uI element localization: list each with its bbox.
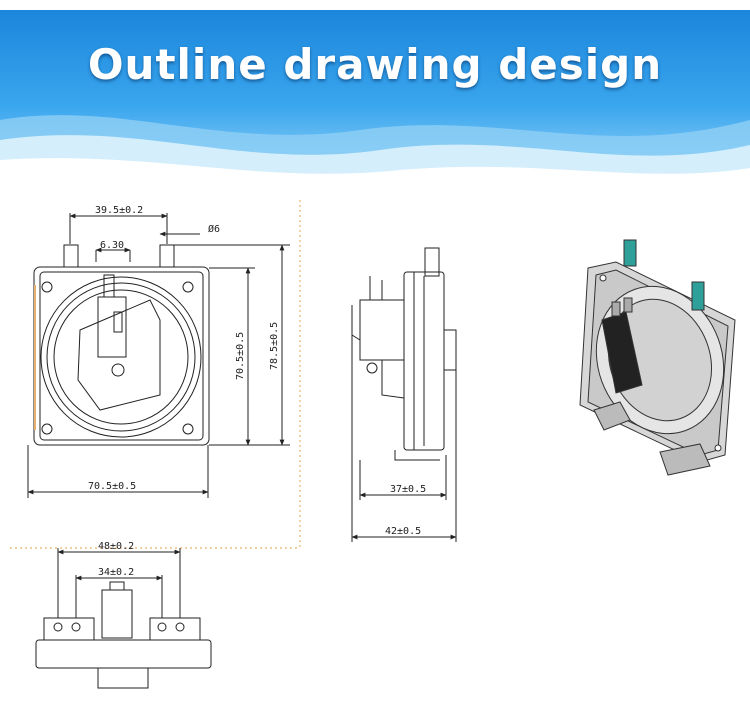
- dim-tube-dia: Ø6: [208, 223, 220, 235]
- dim-depth-inner: 37±0.5: [390, 484, 426, 495]
- dim-depth-outer: 42±0.5: [385, 526, 421, 537]
- dim-inner-width: 6.30: [100, 240, 124, 251]
- page-title: Outline drawing design: [87, 40, 663, 89]
- front-view: 39.5±0.2 Ø6 6.30 70.5±0.5 78.5±0.5 70.5: [27, 205, 290, 498]
- dim-height-inner: 70.5±0.5: [235, 332, 246, 380]
- dim-outer-hole-span: 48±0.2: [98, 541, 134, 552]
- banner-background: [0, 10, 750, 185]
- dim-top-width: 39.5±0.2: [95, 205, 143, 216]
- outline-drawing: 39.5±0.2 Ø6 6.30 70.5±0.5 78.5±0.5 70.5: [0, 185, 750, 705]
- drawing-canvas: 39.5±0.2 Ø6 6.30 70.5±0.5 78.5±0.5 70.5: [10, 200, 736, 689]
- dim-inner-hole-span: 34±0.2: [98, 567, 134, 578]
- side-view: 37±0.5 42±0.5: [351, 247, 457, 542]
- view-divider: [10, 200, 301, 549]
- dim-height-outer: 78.5±0.5: [269, 322, 280, 370]
- dim-bottom-width: 70.5±0.5: [88, 481, 136, 492]
- header-banner: Outline drawing design: [0, 0, 750, 185]
- bottom-view: 48±0.2 34±0.2: [35, 541, 212, 689]
- isometric-view: [579, 239, 736, 476]
